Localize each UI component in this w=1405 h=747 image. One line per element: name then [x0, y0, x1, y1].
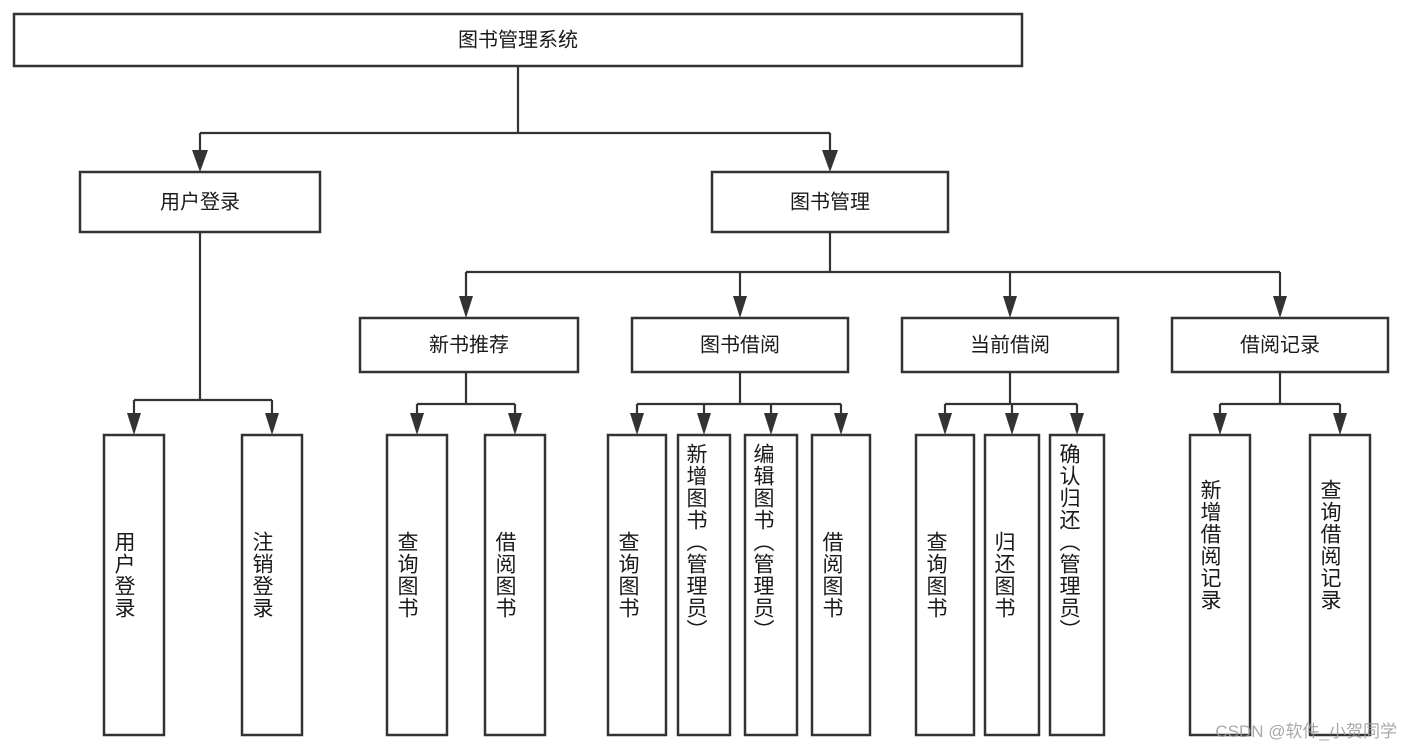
node-box-leaf-query-book-2[interactable]: [606, 433, 668, 737]
node-box-book-borrow[interactable]: [630, 316, 850, 374]
arrow-head-leaf-borrow-book-1: [508, 413, 522, 435]
arrow-head-book-manage: [822, 150, 838, 172]
arrow-head-leaf-user-login: [127, 413, 141, 435]
horizontal-label-group: 图书管理系统 用户登录 图书管理 新书推荐 图书借阅 当前借阅 借阅记录: [160, 28, 1320, 356]
node-box-leaf-confirm-return[interactable]: [1048, 433, 1106, 737]
arrow-head-leaf-query-book-2: [630, 413, 644, 435]
arrow-head-new-book-rec: [459, 296, 473, 318]
node-box-root[interactable]: [12, 12, 1024, 68]
label-current-borrow: 当前借阅: [970, 333, 1050, 356]
arrow-head-leaf-return-book: [1005, 413, 1019, 435]
node-box-leaf-borrow-book-2[interactable]: [810, 433, 872, 737]
label-root: 图书管理系统: [458, 28, 578, 51]
node-box-leaf-borrow-book-1[interactable]: [483, 433, 547, 737]
arrow-head-leaf-add-book: [697, 413, 711, 435]
arrow-head-leaf-query-record: [1333, 413, 1347, 435]
node-box-borrow-record[interactable]: [1170, 316, 1390, 374]
arrow-head-leaf-add-record: [1213, 413, 1227, 435]
node-box-leaf-query-book-3[interactable]: [914, 433, 976, 737]
node-box-current-borrow[interactable]: [900, 316, 1120, 374]
connector-group: [127, 66, 1347, 435]
label-new-book-rec: 新书推荐: [429, 333, 509, 356]
node-box-book-manage[interactable]: [710, 170, 950, 234]
label-book-manage: 图书管理: [790, 190, 870, 213]
label-borrow-record: 借阅记录: [1240, 333, 1320, 356]
node-box-new-book-rec[interactable]: [358, 316, 580, 374]
node-box-user-login[interactable]: [78, 170, 322, 234]
node-box-leaf-edit-book[interactable]: [743, 433, 799, 737]
csdn-watermark: CSDN @软件_小贺同学: [1215, 722, 1397, 741]
arrow-head-leaf-query-book-3: [938, 413, 952, 435]
arrow-head-leaf-query-book-1: [410, 413, 424, 435]
arrow-head-book-borrow: [733, 296, 747, 318]
arrow-head-user-login: [192, 150, 208, 172]
arrow-head-leaf-confirm-return: [1070, 413, 1084, 435]
node-box-leaf-query-record[interactable]: [1308, 433, 1372, 737]
arrow-head-leaf-edit-book: [764, 413, 778, 435]
arrow-head-leaf-user-logout: [265, 413, 279, 435]
label-user-login: 用户登录: [160, 190, 240, 213]
node-box-leaf-user-logout[interactable]: [240, 433, 304, 737]
node-box-leaf-return-book[interactable]: [983, 433, 1041, 737]
label-book-borrow: 图书借阅: [700, 333, 780, 356]
arrow-head-borrow-record: [1273, 296, 1287, 318]
node-box-leaf-user-login[interactable]: [102, 433, 166, 737]
node-box-leaf-add-book[interactable]: [676, 433, 732, 737]
node-box-leaf-add-record[interactable]: [1188, 433, 1252, 737]
arrow-head-current-borrow: [1003, 296, 1017, 318]
node-box-leaf-query-book-1[interactable]: [385, 433, 449, 737]
node-rect-group: [12, 12, 1390, 737]
arrow-head-leaf-borrow-book-2: [834, 413, 848, 435]
